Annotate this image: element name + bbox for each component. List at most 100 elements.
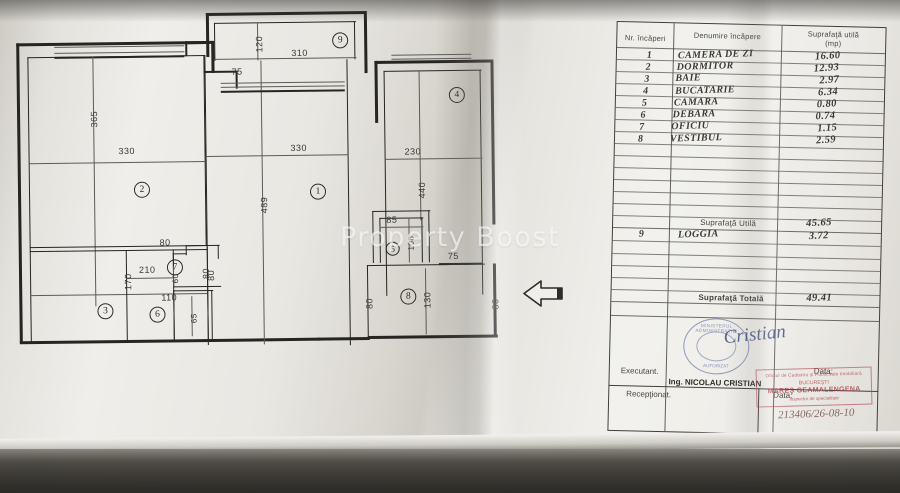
- table-cell-area: 0.80: [816, 98, 838, 111]
- table-cell-nr: 2: [645, 61, 652, 73]
- dim-108-room5: 108: [406, 235, 416, 251]
- table-cell-nr: 4: [642, 85, 649, 97]
- rail-line-b: [220, 85, 345, 88]
- wall-loggia-top: [205, 11, 366, 16]
- wall-loggia-inner-top: [213, 21, 356, 25]
- room-number-2: 2: [133, 181, 151, 198]
- table-cell-area: 16.60: [814, 49, 841, 63]
- total-label: Suprafaţă Totală: [698, 292, 764, 304]
- room-number-6: 6: [149, 306, 166, 323]
- dim-210-room3: 210: [138, 264, 156, 275]
- wall-r7-bottom: [173, 285, 222, 288]
- wall-bottom-mid: [317, 337, 370, 341]
- wall-r1-right: [346, 59, 352, 346]
- table-cell-area: 2.59: [815, 134, 837, 147]
- wall-r8-bottom: [367, 334, 498, 339]
- room-number-1: 1: [309, 183, 327, 200]
- dim-65-room6: 65: [189, 313, 199, 324]
- wall-outer-right: [490, 59, 495, 225]
- table-row-line: [614, 154, 883, 163]
- window-line-b: [54, 51, 185, 54]
- window-line-a: [54, 45, 185, 48]
- wall-loggia-left: [205, 12, 209, 58]
- wall-r7-top-stub: [172, 253, 187, 255]
- table-cell-name: CAMARA: [673, 96, 719, 109]
- dim-130-room8: 130: [422, 291, 433, 309]
- table-row-line: [613, 202, 882, 211]
- room-number-9: 9: [332, 32, 349, 49]
- floor-plan-drawing: 330 365 2 330 489 1 310 120 9 75: [16, 11, 500, 346]
- room-number-8: 8: [400, 288, 417, 305]
- table-row-line: [614, 178, 883, 187]
- table-row-line: [616, 70, 885, 79]
- wall-outer-left: [16, 43, 23, 344]
- wall-r4-left-upper: [374, 60, 378, 123]
- dim-85-room5: 85: [386, 214, 398, 225]
- table-row-line: [615, 94, 884, 103]
- red-registration-stamp: Oficiul de Cadastru şi Publicitate Imobi…: [755, 366, 873, 408]
- table-row-line: [616, 82, 885, 91]
- dim-230-room4: 230: [404, 146, 422, 157]
- table-cell-nr: 5: [641, 97, 648, 109]
- wall-r7-stub-v: [185, 245, 188, 256]
- dim-110-room6: 110: [161, 292, 178, 303]
- table-cell-name: DORMITOR: [676, 60, 734, 73]
- dim-365-room2: 365: [89, 110, 100, 128]
- table-total-bottom-line: [610, 314, 879, 323]
- table-row-line: [616, 59, 885, 67]
- dimline-85-r5: [379, 226, 424, 228]
- table-cell-area: 0.74: [815, 110, 836, 123]
- wall-r4-inner-right: [479, 69, 484, 295]
- wall-r4-inner-left: [383, 70, 388, 296]
- rail-line-a: [220, 81, 345, 84]
- dim-75-mid: 75: [447, 250, 459, 262]
- dimline-230-r4: [384, 157, 483, 160]
- table-row-line: [614, 166, 883, 175]
- dimline-365-r2: [92, 56, 97, 307]
- subtotal-label: Suprafaţă Utilă: [700, 217, 757, 229]
- dim-120-loggia: 120: [254, 35, 265, 53]
- dim-170-room3: 170: [123, 273, 134, 291]
- table-row-line: [613, 190, 882, 199]
- table-cell-nr: 3: [644, 73, 651, 85]
- wall-r5-top: [372, 210, 431, 213]
- table-header-nr: Nr. încăperi: [624, 33, 666, 44]
- wall-loggia-right: [363, 11, 368, 74]
- room-number-7: 7: [166, 259, 184, 276]
- table-row-line: [615, 106, 884, 115]
- wall-mid-vertical: [206, 245, 210, 342]
- table-cell-name: BUCATARIE: [674, 84, 736, 97]
- dimline-lower-a: [30, 293, 209, 297]
- table-cell-area: 1.15: [816, 122, 838, 135]
- dimline-210-r3: [126, 277, 174, 280]
- room-number-5: 5: [385, 241, 400, 256]
- wall-r7-top: [185, 244, 220, 247]
- wall-r5-inner-left: [379, 217, 382, 263]
- loggia-area: 3.72: [808, 230, 830, 243]
- loggia-name: LOGGIA: [677, 228, 719, 241]
- table-cell-area: 12.93: [813, 61, 840, 75]
- dimline-330-r2: [28, 161, 207, 165]
- table-row-line: [612, 252, 881, 261]
- dimline-310-loggia: [214, 57, 357, 60]
- window-r4-a: [391, 53, 472, 56]
- executant-label: Executant.: [620, 366, 659, 377]
- table-cell-name: OFICIU: [671, 120, 710, 133]
- dim-310-loggia: 310: [291, 47, 308, 58]
- table-row-line: [614, 142, 883, 151]
- wall-r6-right: [211, 289, 214, 339]
- wall-loggia-inner-left: [213, 22, 216, 61]
- receptionat-label: Recepţionat.: [626, 389, 672, 400]
- dim-440-room4: 440: [416, 181, 428, 199]
- wall-r4-top: [374, 59, 493, 64]
- wall-r4-inner-top: [383, 69, 482, 73]
- table-cell-nr: 7: [639, 121, 645, 133]
- wall-loggia-inner-right: [353, 21, 356, 60]
- table-cell-name: BAIE: [675, 72, 702, 85]
- table-cell-nr: 8: [637, 133, 644, 145]
- wall-r2-left: [27, 57, 33, 343]
- table-cell-name: CAMERA DE ZI: [677, 48, 754, 62]
- dim-80-room8: 80: [364, 297, 375, 310]
- rail-line-c: [220, 89, 345, 93]
